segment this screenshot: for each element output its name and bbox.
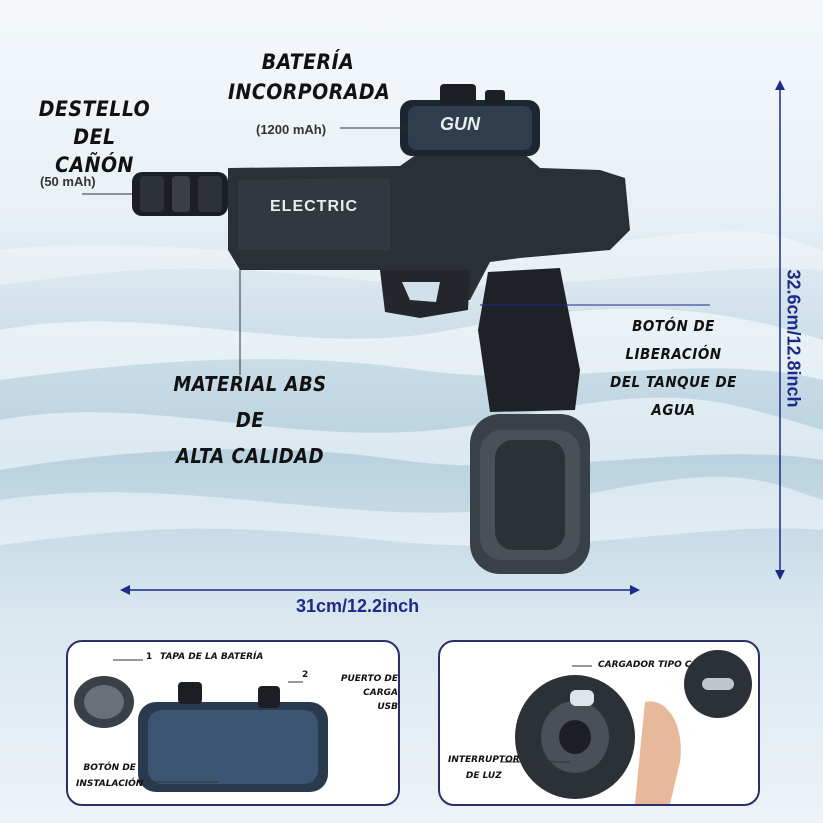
scope-detail-image <box>74 659 328 792</box>
release-button-label: BOTÓN DE LIBERACIÓN DEL TANQUE DE AGUA <box>586 312 761 424</box>
install-button-label: BOTÓN DE INSTALACIÓN <box>76 760 143 792</box>
battery-cover-label: TAPA DE LA BATERÍA <box>160 652 264 662</box>
material-label: MATERIAL ABS DE ALTA CALIDAD <box>160 366 340 474</box>
release-line1: BOTÓN DE LIBERACIÓN <box>625 317 722 363</box>
scope-detail-panel: 1 TAPA DE LA BATERÍA 2 PUERTO DE CARGA U… <box>66 640 400 806</box>
num-1: 1 <box>146 652 153 662</box>
material-line2: ALTA CALIDAD <box>175 444 325 468</box>
material-line1: MATERIAL ABS DE <box>173 372 327 432</box>
release-line2: DEL TANQUE DE AGUA <box>610 373 737 419</box>
battery-title: BATERÍA INCORPORADA <box>228 47 391 107</box>
muzzle-detail-image <box>500 650 752 804</box>
gun-mark: GUN <box>440 114 480 134</box>
charge-port-line1: PUERTO DE CARGA <box>340 674 398 698</box>
install-button-line2: INSTALACIÓN <box>76 779 144 789</box>
charge-port-line2: USB <box>377 702 398 712</box>
electric-mark: ELECTRIC <box>270 198 358 215</box>
light-switch-label: INTERRUPTOR DE LUZ <box>448 752 520 784</box>
num-2: 2 <box>302 670 309 680</box>
battery-title-line2: INCORPORADA <box>228 80 391 104</box>
muzzle-capacity: (50 mAh) <box>40 174 96 189</box>
muzzle-title-line1: DESTELLO DEL <box>38 97 151 149</box>
install-button-line1: BOTÓN DE <box>83 763 136 773</box>
charger-label: CARGADOR TIPO C <box>598 660 692 670</box>
muzzle-title-line2: CAÑÓN <box>55 153 134 177</box>
battery-capacity: (1200 mAh) <box>256 122 327 137</box>
width-dimension-arrow <box>120 585 640 595</box>
light-switch-line2: DE LUZ <box>465 771 502 781</box>
height-dimension: 32.6cm/12.8inch <box>783 269 804 408</box>
muzzle-detail-panel: CARGADOR TIPO C INTERRUPTOR DE LUZ <box>438 640 760 806</box>
charge-port-label: PUERTO DE CARGA USB <box>314 672 398 714</box>
width-dimension: 31cm/12.2inch <box>296 596 420 616</box>
muzzle-title: DESTELLO DEL CAÑÓN <box>22 95 167 179</box>
height-dimension-arrow <box>775 80 785 580</box>
battery-title-line1: BATERÍA <box>261 50 355 74</box>
light-switch-line1: INTERRUPTOR <box>448 755 520 765</box>
